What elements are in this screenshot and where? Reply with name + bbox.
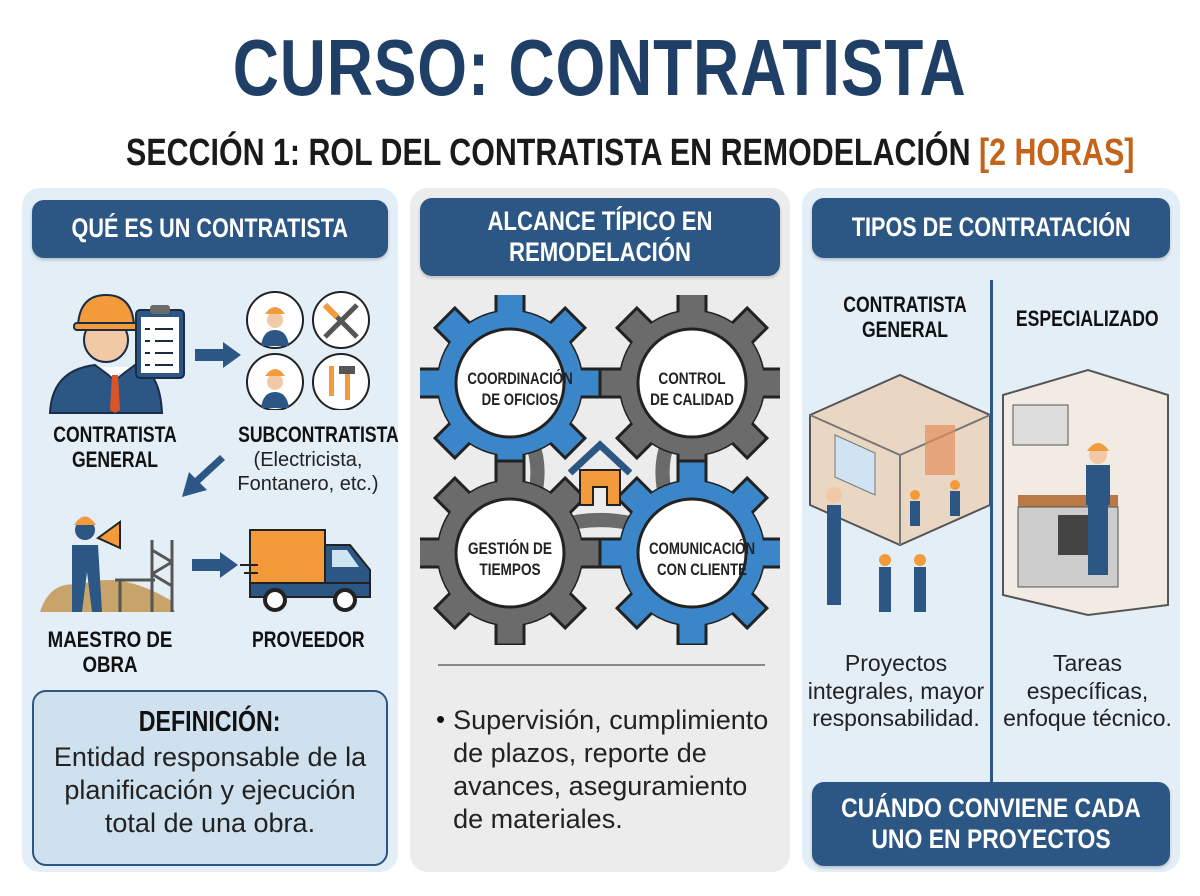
house-icon [567, 440, 633, 506]
section-subtitle: SECCIÓN 1: ROL DEL CONTRATISTA EN REMODE… [126, 132, 1135, 174]
definition-title: DEFINICIÓN: [139, 706, 281, 738]
divider [438, 664, 765, 666]
type-text-general: Proyectos integrales, mayor responsabili… [807, 650, 985, 732]
specialized-kitchen-illustration [1002, 368, 1169, 617]
column-divider [990, 280, 993, 790]
typical-scope-header: ALCANCE TÍPICO EN REMODELACIÓN [420, 198, 780, 276]
scope-bullet: • Supervisión, cumplimiento de plazos, r… [436, 704, 769, 834]
role-label-supplier: PROVEEDOR [251, 627, 365, 652]
role-label-foreman: MAESTRO DE OBRA [47, 627, 173, 678]
definition-text: Entidad responsable de la planificación … [53, 742, 367, 838]
delivery-truck-icon [240, 529, 371, 612]
gear-label-time: GESTIÓN DE TIEMPOS [468, 539, 552, 580]
role-label-subcontractor: SUBCONTRATISTA [238, 422, 399, 447]
tradesmen-icon [246, 291, 370, 410]
what-is-contractor-header: QUÉ ES UN CONTRATISTA [32, 200, 388, 258]
gear-label-quality: CONTROL DE CALIDAD [650, 369, 734, 410]
page-title: CURSO: CONTRATISTA [233, 23, 967, 112]
manager-clipboard-icon [48, 293, 185, 414]
foreman-megaphone-icon [40, 516, 175, 612]
duration-badge: [2 HORAS] [978, 132, 1135, 174]
when-to-use-button[interactable]: CUÁNDO CONVIENE CADA UNO EN PROYECTOS [812, 782, 1170, 866]
type-text-specialized: Tareas específicas, enfoque técnico. [1003, 650, 1172, 732]
role-sub-text: (Electricista, Fontanero, etc.) [237, 449, 379, 495]
arrow-right-icon [192, 552, 238, 578]
type-title-specialized: ESPECIALIZADO [1016, 306, 1159, 331]
contract-types-header: TIPOS DE CONTRATACIÓN [812, 198, 1170, 258]
scope-gears-diagram [420, 295, 780, 645]
role-label-general: CONTRATISTA GENERAL [53, 422, 177, 473]
gear-label-coordination: COORDINACIÓN DE OFICIOS [467, 369, 573, 410]
definition-box: DEFINICIÓN: Entidad responsable de la pl… [32, 690, 388, 866]
general-contractor-site-illustration [809, 373, 990, 612]
gear-label-communication: COMUNICACIÓN CON CLIENTE [648, 539, 756, 580]
arrow-right-icon [195, 342, 241, 368]
arrow-down-left-icon [182, 455, 225, 497]
type-title-general: CONTRATISTA GENERAL [843, 292, 967, 343]
